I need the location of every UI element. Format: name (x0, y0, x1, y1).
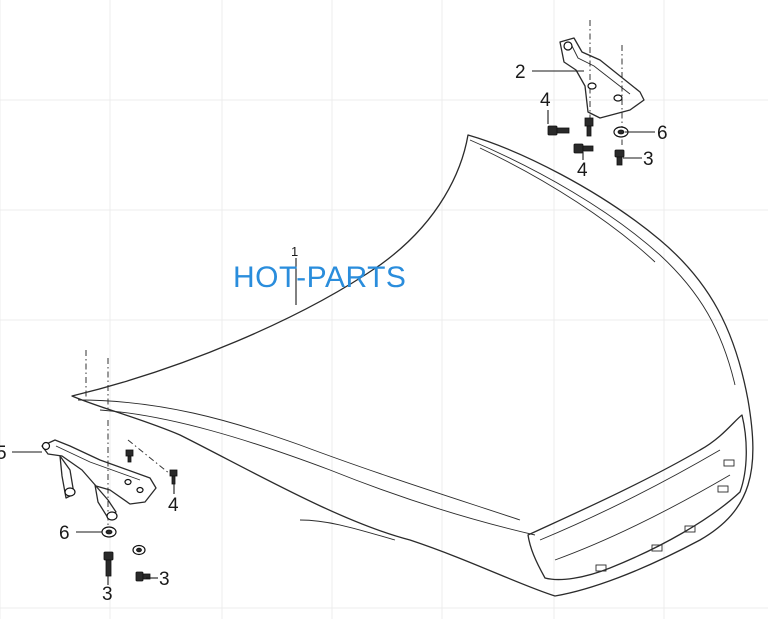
hood-panel (71, 134, 754, 597)
watermark-text: HOT-PARTS (233, 261, 407, 294)
callout-bolt-left-3b: 3 (159, 569, 170, 590)
left-fasteners (101, 449, 178, 582)
callout-washer-right: 6 (657, 123, 668, 144)
bolt-icon (169, 469, 178, 485)
callout-bolt-right-4a: 4 (540, 90, 551, 111)
grille-clips (595, 459, 735, 572)
right-fasteners (547, 117, 629, 166)
bolt-icon (547, 125, 570, 136)
bolt-icon (573, 143, 594, 154)
bolt-icon (125, 449, 134, 463)
callout-hinge-left: 5 (0, 443, 7, 464)
leader-lines (12, 70, 655, 585)
callout-washer-left: 6 (59, 523, 70, 544)
right-hinge (559, 37, 645, 119)
callout-bolt-left-4: 4 (168, 495, 179, 516)
callout-labels: 1 2 4 6 3 4 5 4 6 3 3 (0, 62, 668, 605)
bolt-icon (135, 571, 151, 582)
callout-bolt-left-3a: 3 (102, 584, 113, 605)
callout-hood: 1 (291, 244, 298, 259)
bolt-icon (614, 149, 625, 166)
callout-bolt-right-4b: 4 (577, 160, 588, 181)
bolt-icon (584, 117, 594, 137)
left-hinge (41, 439, 157, 521)
callout-hinge-right: 2 (515, 62, 526, 83)
bolt-icon (103, 551, 114, 577)
callout-bolt-right-3: 3 (643, 149, 654, 170)
